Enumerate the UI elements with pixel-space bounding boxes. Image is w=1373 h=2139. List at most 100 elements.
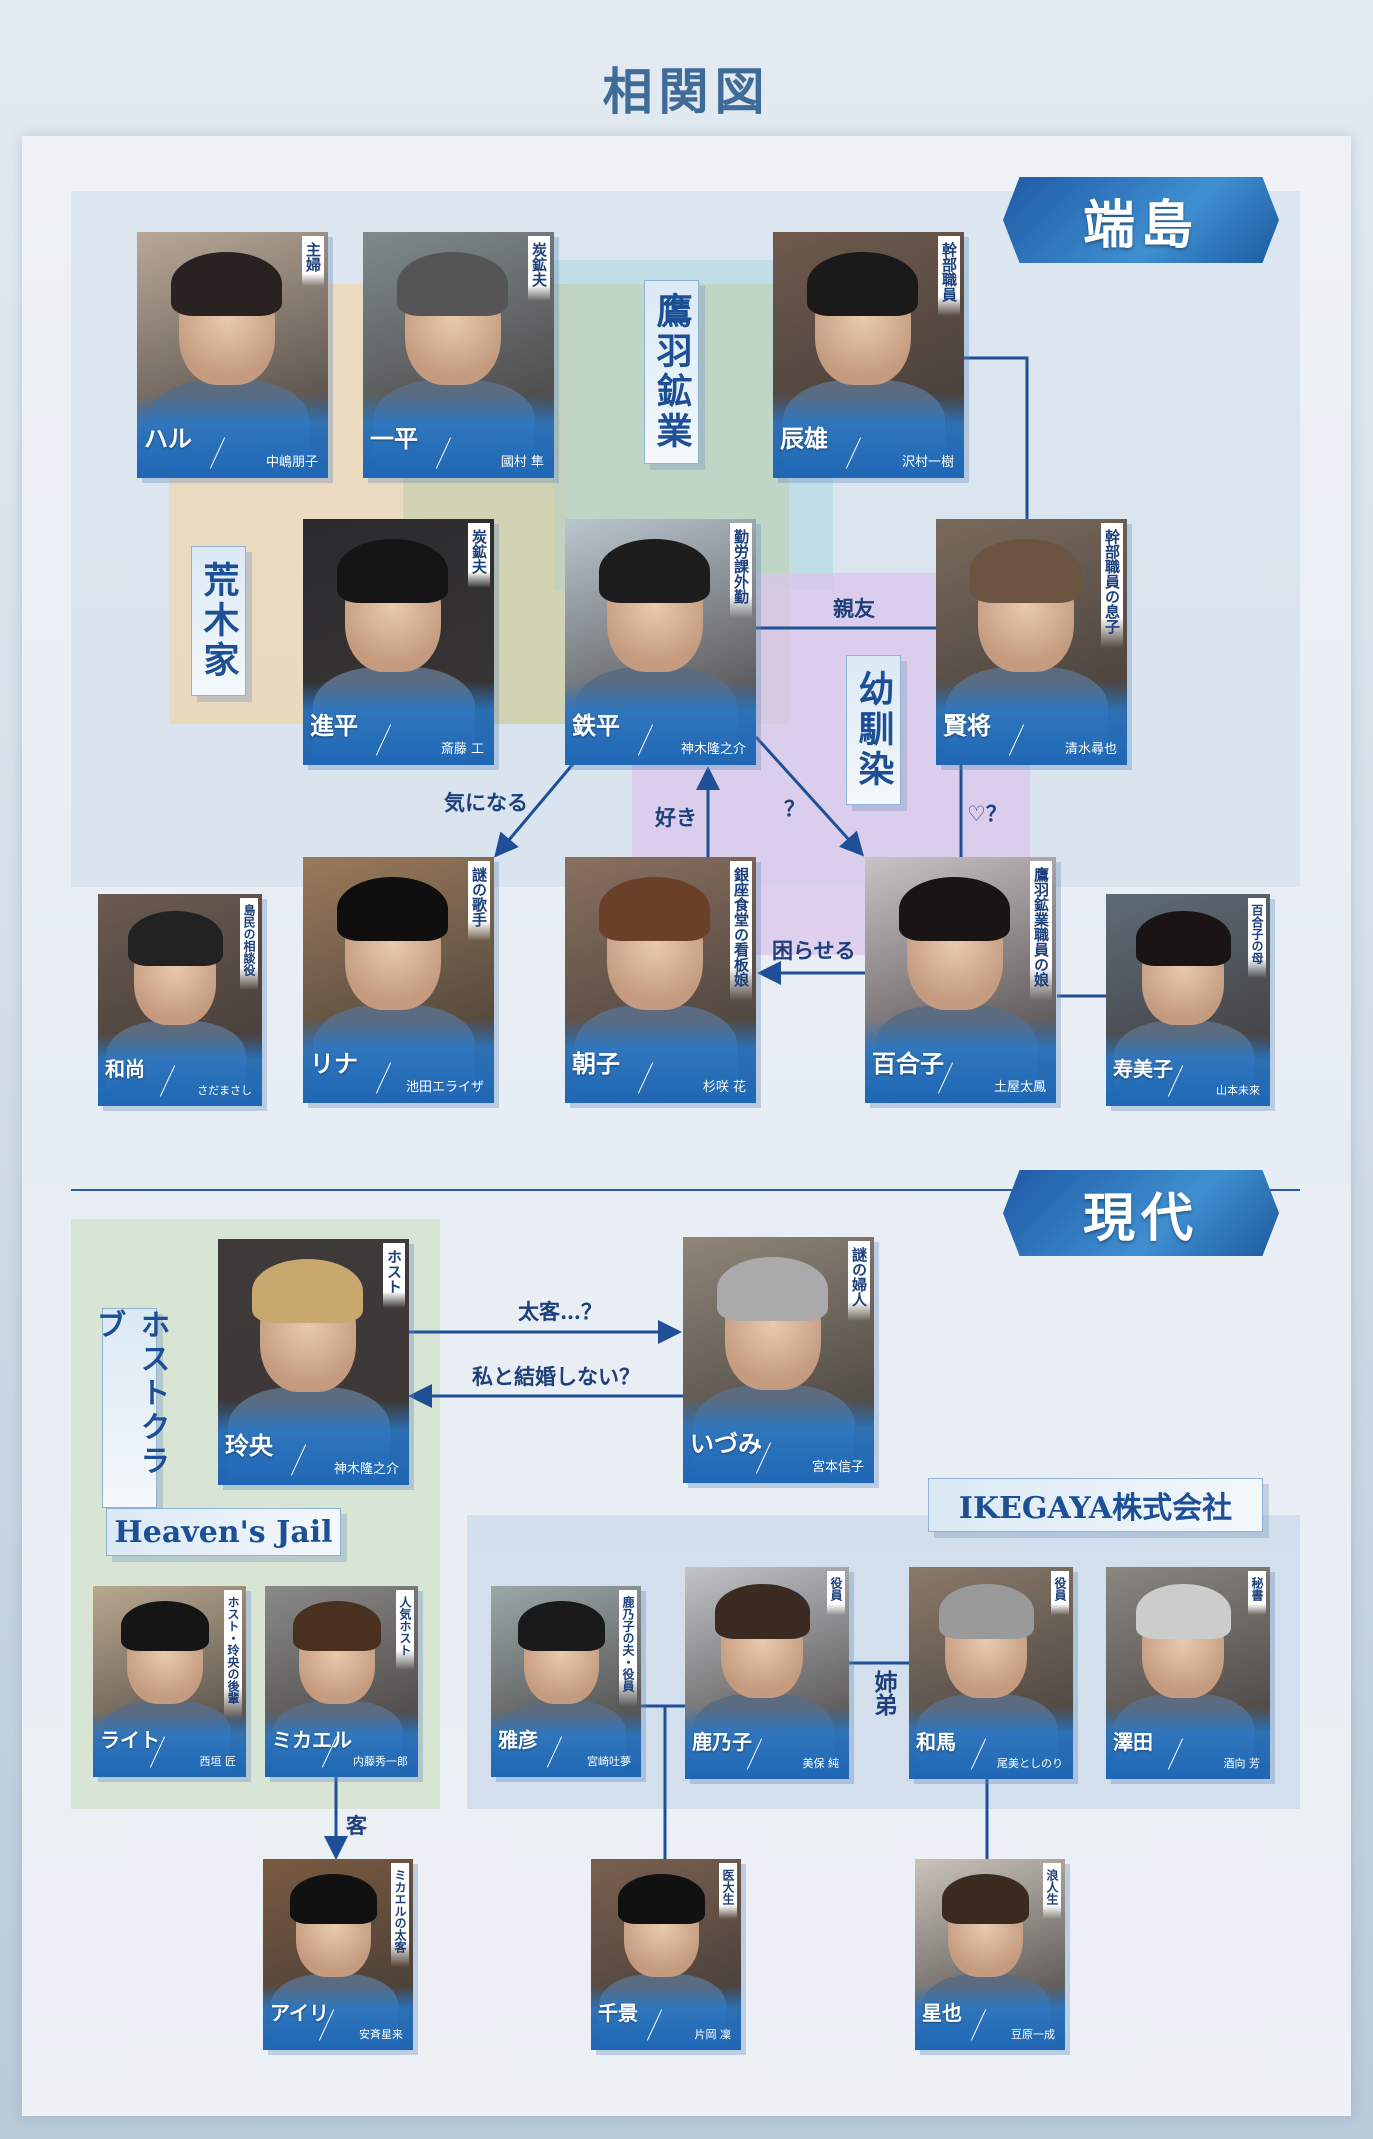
character-card-chikage: 医大生 千景 片岡 凜 (591, 1859, 741, 2050)
character-name: アイリ (270, 2001, 329, 2025)
actor-name: 神木隆之介 (333, 1462, 399, 1477)
character-card-tatsuo: 幹部職員 辰雄 沢村一樹 (773, 232, 964, 478)
character-name: リナ (310, 1049, 358, 1078)
label-best-friend: 親友 (833, 596, 875, 621)
name-band (137, 394, 328, 478)
character-role: 炭鉱夫 (468, 523, 490, 588)
name-band (591, 1985, 741, 2050)
character-name: 鉄平 (572, 711, 620, 740)
arrow-curious (494, 763, 575, 858)
character-card-asako: 銀座食堂の看板娘 朝子 杉咲 花 (565, 857, 756, 1103)
character-role: ミカエルの太客 (391, 1863, 409, 1967)
character-role: 役員 (1051, 1571, 1069, 1615)
page-title: 相関図 (602, 62, 771, 121)
portrait-hair (397, 251, 509, 316)
actor-name: 西垣 匠 (199, 1755, 237, 1768)
portrait-hair (337, 876, 449, 941)
name-band (263, 1985, 413, 2050)
character-role: 勤労課外勤 (730, 523, 752, 618)
name-band (1106, 1706, 1270, 1779)
character-role: ホスト (383, 1243, 405, 1308)
portrait-hair (714, 1583, 810, 1640)
label-marry: 私と結婚しない？ (472, 1364, 640, 1389)
portrait-hair (618, 1874, 705, 1924)
actor-name: 國村 隼 (500, 455, 544, 470)
label-big-client: 太客…？ (518, 1299, 602, 1324)
character-card-kensho: 幹部職員の息子 賢将 清水尋也 (936, 519, 1127, 765)
actor-name: 斎藤 工 (440, 742, 484, 757)
actor-name: 土屋太鳳 (993, 1080, 1046, 1095)
character-name: 鹿乃子 (692, 1730, 752, 1754)
portrait-hair (292, 1601, 382, 1651)
portrait-hair (1135, 1583, 1231, 1640)
actor-name: 片岡 凜 (694, 2028, 732, 2041)
character-card-airi: ミカエルの太客 アイリ 安斉星来 (263, 1859, 413, 2050)
name-band (303, 1019, 494, 1103)
character-card-michael: 人気ホスト ミカエル 内藤秀一郎 (265, 1586, 418, 1777)
actor-name: 内藤秀一郎 (353, 1755, 408, 1768)
name-band (565, 1019, 756, 1103)
portrait-hair (599, 876, 711, 941)
name-band (565, 681, 756, 765)
character-card-haru: 主婦 ハル 中嶋朋子 (137, 232, 328, 478)
portrait-hair (970, 538, 1082, 603)
actor-name: 神木隆之介 (680, 742, 746, 757)
character-role: 謎の歌手 (468, 861, 490, 941)
character-card-yuriko: 鷹羽鉱業職員の娘 百合子 土屋太鳳 (865, 857, 1056, 1103)
character-card-masahiko: 鹿乃子の夫・役員 雅彦 宮崎吐夢 (491, 1586, 641, 1777)
arrow-question (754, 735, 865, 857)
character-card-seiya: 浪人生 星也 豆原一成 (915, 1859, 1065, 2050)
character-card-shinpei: 炭鉱夫 進平 斎藤 工 (303, 519, 494, 765)
name-band (363, 394, 554, 478)
portrait-hair (290, 1874, 377, 1924)
character-name: ライト (100, 1728, 160, 1752)
name-band (909, 1706, 1073, 1779)
group-label-mining: 鷹羽鉱業 (644, 280, 699, 464)
actor-name: 池田エライザ (405, 1080, 484, 1095)
portrait-hair (942, 1874, 1029, 1924)
name-band (865, 1019, 1056, 1103)
actor-name: 清水尋也 (1064, 742, 1117, 757)
character-card-osho: 島民の相談役 和尚 さだまさし (98, 894, 262, 1106)
character-role: 百合子の母 (1248, 898, 1266, 978)
character-role: 鹿乃子の夫・役員 (619, 1590, 637, 1706)
character-card-kazuma: 役員 和馬 尾美としのり (909, 1567, 1073, 1779)
label-troubles: 困らせる (772, 938, 856, 963)
name-band (936, 681, 1127, 765)
character-name: 辰雄 (780, 424, 828, 453)
portrait-hair (337, 538, 449, 603)
character-role: 銀座食堂の看板娘 (730, 861, 752, 1001)
character-role: 炭鉱夫 (528, 236, 550, 301)
section-badge-hashima: 端島 (1003, 177, 1279, 263)
actor-name: 美保 純 (802, 1757, 840, 1770)
character-name: いづみ (690, 1429, 762, 1458)
character-card-teppei: 勤労課外勤 鉄平 神木隆之介 (565, 519, 756, 765)
character-name: 玲央 (225, 1431, 273, 1460)
portrait-hair (518, 1601, 605, 1651)
character-name: 百合子 (872, 1049, 944, 1078)
name-band (265, 1712, 418, 1777)
group-label-company: IKEGAYA株式会社 (928, 1478, 1263, 1532)
character-name: 進平 (310, 711, 358, 740)
character-name: ハル (144, 424, 192, 453)
character-name: 雅彦 (498, 1728, 538, 1752)
character-name: 星也 (922, 2001, 962, 2025)
actor-name: さだまさし (197, 1084, 252, 1097)
name-band (1106, 1033, 1270, 1106)
actor-name: 山本未來 (1216, 1084, 1260, 1097)
line-tatsuo-kensho (964, 356, 1029, 519)
name-band (98, 1033, 262, 1106)
character-card-sumiko: 百合子の母 寿美子 山本未來 (1106, 894, 1270, 1106)
name-band (93, 1712, 246, 1777)
character-card-izumi: 謎の婦人 いづみ 宮本信子 (683, 1237, 874, 1483)
actor-name: 宮本信子 (811, 1460, 864, 1475)
portrait-hair (120, 1601, 210, 1651)
label-siblings: 姉弟 (870, 1670, 897, 1716)
character-name: 一平 (370, 424, 418, 453)
name-band (683, 1399, 874, 1483)
label-client: 客 (346, 1813, 367, 1838)
character-card-rina: 謎の歌手 リナ 池田エライザ (303, 857, 494, 1103)
character-name: 和尚 (105, 1057, 145, 1081)
character-name: 賢将 (943, 711, 991, 740)
